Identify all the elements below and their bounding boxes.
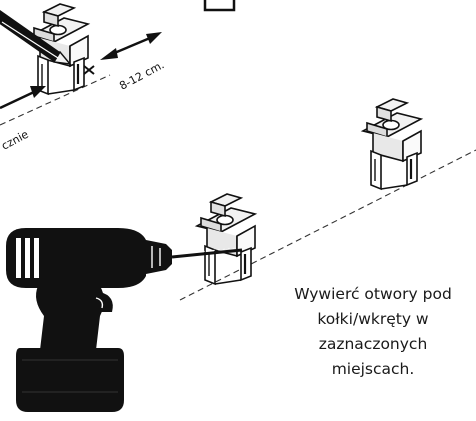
double-arrow-icon bbox=[100, 32, 162, 60]
mounting-line-upper bbox=[0, 74, 111, 126]
double-arrow-icon bbox=[0, 86, 46, 110]
cordless-drill-icon bbox=[6, 228, 172, 412]
pencil-icon bbox=[0, 10, 72, 65]
instruction-line: zaznaczonych bbox=[318, 335, 428, 353]
top-box-fragment bbox=[203, 0, 236, 12]
mounting-line-lower bbox=[179, 149, 476, 301]
mounting-bracket-icon bbox=[361, 97, 423, 191]
instruction-line: Wywierć otwory pod bbox=[294, 285, 452, 303]
mark-cross-icon bbox=[83, 65, 95, 75]
instruction-line: kołki/wkręty w bbox=[317, 310, 429, 328]
instruction-line: miejscach. bbox=[331, 360, 415, 378]
instruction-text: Wywierć otwory pod kołki/wkręty w zaznac… bbox=[280, 282, 466, 382]
partial-label: cznie bbox=[0, 128, 31, 153]
mounting-bracket-icon bbox=[195, 192, 257, 286]
drill-bit-icon bbox=[171, 247, 243, 259]
spacing-label: 8-12 cm. bbox=[117, 58, 166, 92]
